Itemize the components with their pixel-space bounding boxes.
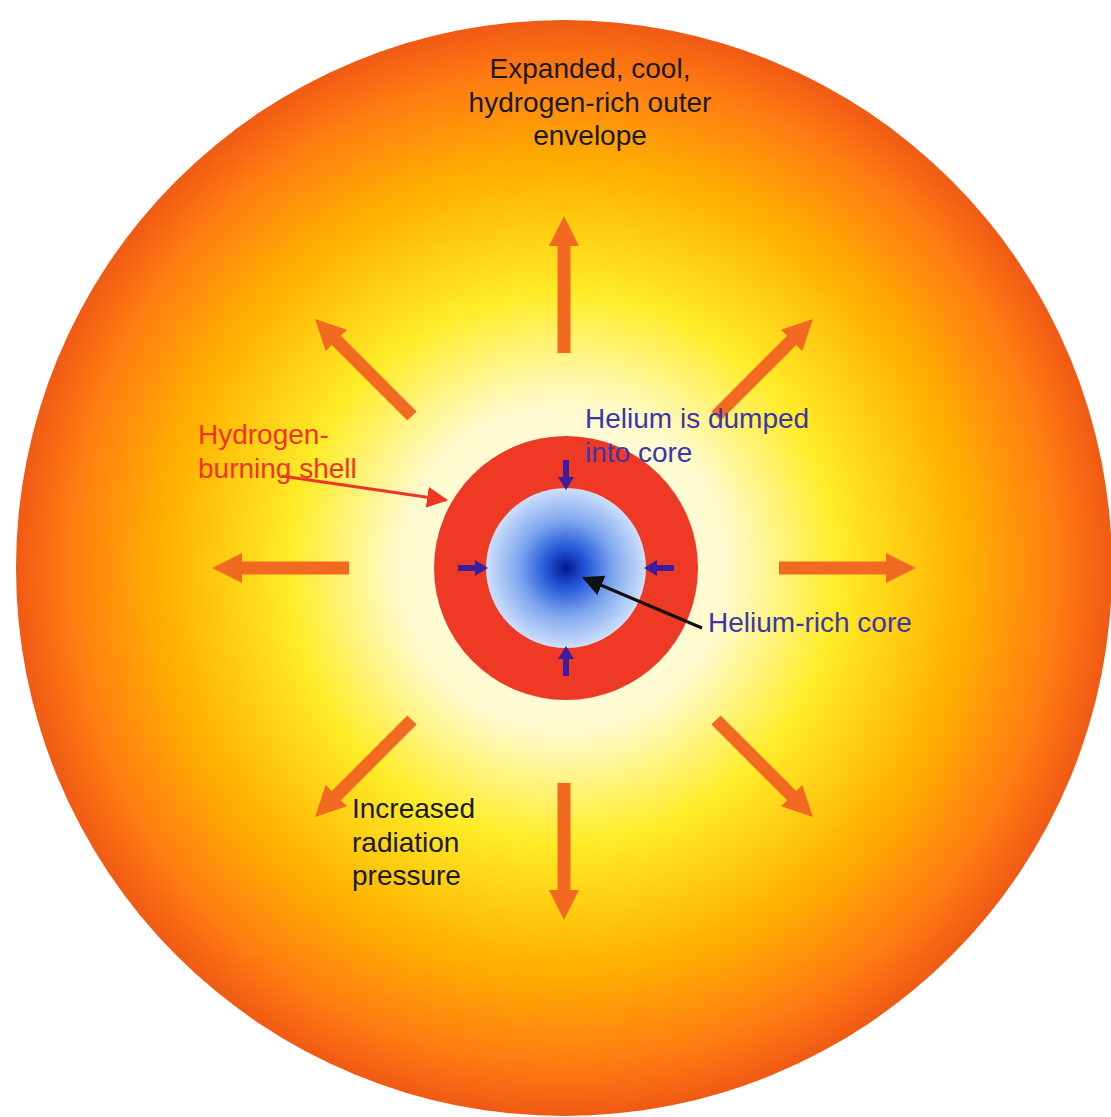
leader-line <box>584 578 702 628</box>
envelope-text: Expanded, cool, hydrogen-rich outer enve… <box>465 52 715 153</box>
core-label: Helium-rich core <box>708 606 912 640</box>
burning-shell <box>434 436 698 700</box>
infall-arrow <box>458 560 488 576</box>
helium-core <box>486 488 646 648</box>
star-disc <box>16 20 1111 1116</box>
envelope-text: Increased radiation pressure <box>352 792 522 893</box>
star-illustration <box>16 20 1111 1116</box>
pressure-arrow <box>549 783 579 920</box>
infall-arrow <box>558 460 574 490</box>
infall-arrow <box>558 646 574 676</box>
pressure-arrow <box>711 715 812 816</box>
pressure-arrow <box>212 553 349 583</box>
infall-arrow <box>644 560 674 576</box>
pressure-arrow <box>315 319 416 420</box>
pressure-arrow <box>549 216 579 353</box>
process-label: Helium is dumped into core <box>585 402 815 469</box>
pressure-arrow <box>779 553 916 583</box>
shell-label: Hydrogen-burning shell <box>198 418 388 485</box>
star-envelope: Expanded, cool, hydrogen-rich outer enve… <box>16 20 1111 1116</box>
